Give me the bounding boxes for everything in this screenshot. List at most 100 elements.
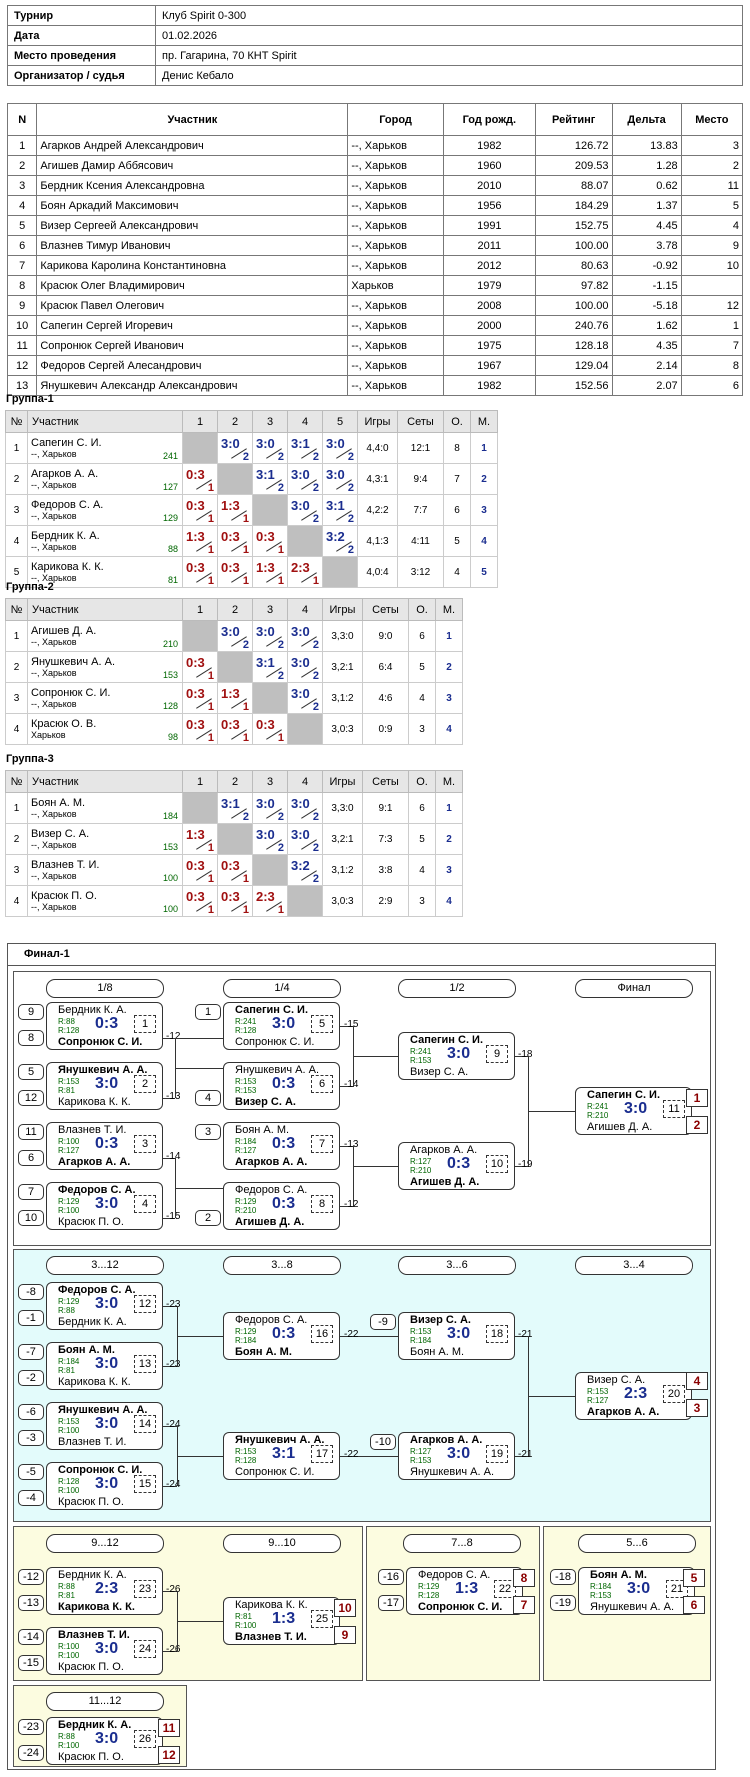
player-cell: 12 [6,355,38,376]
player-city: --, Харьков [31,871,77,881]
result-points: 2 [277,482,284,494]
diagonal-cell [217,463,253,495]
match-player-b: Агишев Д. А. [410,1176,480,1188]
player-cell: 1967 [442,355,536,376]
player-name: Агишев Д. А. [31,625,97,637]
loser-link: -26 [166,1584,181,1595]
match-player-a: Боян А. М. [590,1569,647,1581]
result-points: 2 [347,544,354,556]
player-name: Влазнев Т. И. [31,859,100,871]
result-points: 2 [312,451,319,463]
player-cell: --, Харьков [347,135,444,156]
match-player-b: Карикова К. К. [58,1376,131,1388]
place-box: 2 [686,1116,708,1134]
match-number: 14 [134,1415,156,1433]
match-score: 3:1 [272,1445,296,1462]
result-score: 3:1 [256,655,275,670]
player-cell: 1982 [442,375,536,396]
player-cell: 1 [680,315,744,336]
player-name: Сапегин С. И. [31,437,102,449]
player-cell: 1975 [442,335,536,356]
match-player-b: Бердник К. А. [58,1316,127,1328]
player-cell: 2008 [442,295,536,316]
match-player-a: Сапегин С. И. [235,1004,309,1016]
main-bracket-panel [13,971,711,1246]
player-cell: 88.07 [534,175,613,196]
loser-link: -12 [344,1199,359,1210]
match-player-b: Сопронюк С. И. [235,1466,315,1478]
player-cell: 97.82 [534,275,613,296]
place-box: 11 [158,1719,180,1737]
seed-box: -16 [378,1569,404,1585]
players-col-header: Дельта [611,103,682,136]
points-cell: 3 [408,713,436,745]
result-points: 1 [242,732,249,744]
player-name: Боян А. М. [31,797,86,809]
player-city: Харьков [31,730,66,740]
player-rating: 129 [162,513,178,523]
player-cell: 1 [6,135,38,156]
result-score: 3:0 [256,624,275,639]
points-cell: 5 [443,525,471,557]
final-header: Финал-1 [8,944,715,966]
result-score: 1:3 [221,498,240,513]
points-cell: 6 [408,792,436,824]
result-points: 2 [312,670,319,682]
match-player-a: Сопронюк С. И. [58,1464,143,1476]
col-games: Игры [322,770,363,793]
loser-link: -23 [166,1299,181,1310]
player-city: --, Харьков [31,840,77,850]
bracket-line [528,1396,575,1397]
player-cell: 13 [6,375,38,396]
match-player-a: Влазнев Т. И. [58,1124,127,1136]
result-score: 3:0 [291,686,310,701]
col-opponent: 1 [182,770,218,793]
player-cell: 8 [680,355,744,376]
loser-link: -15 [344,1019,359,1030]
place-box: 1 [686,1089,708,1107]
points-cell: 4 [408,682,436,714]
result-score: 3:0 [256,827,275,842]
bracket-line [175,1188,223,1189]
loser-link: -23 [166,1359,181,1370]
place-cell: 3 [435,854,463,886]
diagonal-cell [252,854,288,886]
player-cell: --, Харьков [347,255,444,276]
points-cell: 6 [408,620,436,652]
games-cell: 4,0:4 [357,556,398,588]
loser-link: -12 [166,1031,181,1042]
result-score: 0:3 [221,858,240,873]
match-player-a: Визер С. А. [587,1374,646,1386]
sets-cell: 3:8 [362,854,409,886]
sets-cell: 9:1 [362,792,409,824]
player-cell: 152.56 [534,375,613,396]
player-name: Федоров С. А. [31,499,104,511]
result-score: 0:3 [221,717,240,732]
result-score: 3:0 [221,624,240,639]
match-player-a: Агарков А. А. [410,1144,478,1156]
match-player-a: Карикова К. К. [235,1599,308,1611]
player-cell: 9 [680,235,744,256]
player-cell: 129.04 [534,355,613,376]
result-score: 3:1 [221,796,240,811]
seed-box: -5 [18,1464,44,1480]
col-no: № [5,410,28,433]
diagonal-cell [287,885,323,917]
games-cell: 3,0:3 [322,713,363,745]
col-place: М. [435,770,463,793]
col-opponent: 3 [252,770,288,793]
